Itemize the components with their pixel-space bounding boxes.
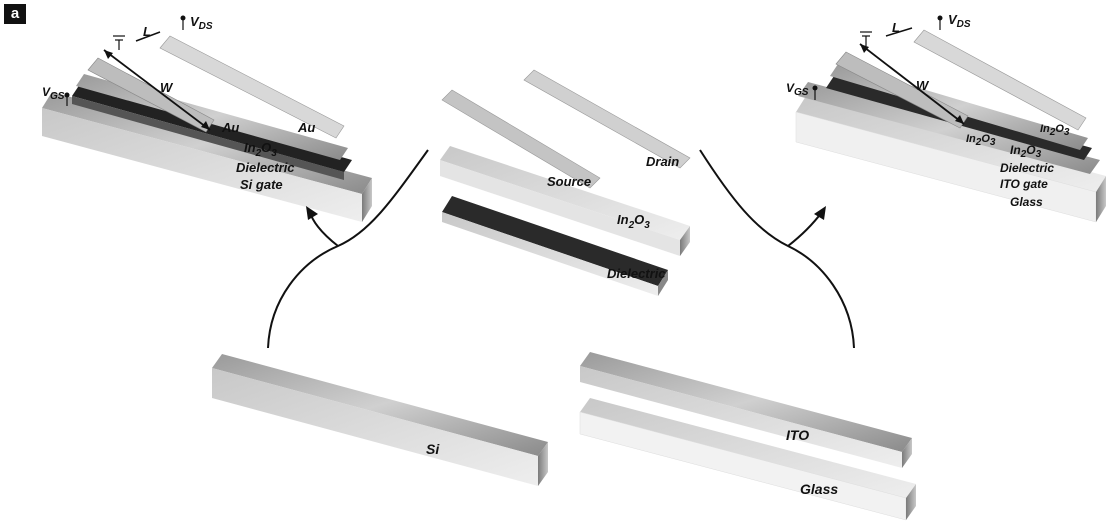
- center-drain-label: Drain: [646, 154, 679, 169]
- right-ground-icon: [860, 32, 872, 46]
- right-branch-curve: [700, 150, 854, 348]
- bottom-right-substrate: ITO Glass: [580, 352, 916, 520]
- left-device: VDS L W VGS Au Au In2O3 Dielectric Si ga…: [42, 14, 372, 222]
- right-branch-to-device: [788, 212, 822, 246]
- right-length-label: L: [892, 20, 900, 35]
- right-width-label: W: [916, 78, 930, 93]
- ito-layer-label: ITO: [786, 427, 809, 443]
- left-ground-icon: [113, 36, 125, 50]
- bottom-left-substrate: Si: [212, 354, 548, 486]
- si-substrate-label: Si: [426, 441, 440, 457]
- center-source-label: Source: [547, 174, 591, 189]
- left-vds-label: VDS: [190, 14, 213, 32]
- center-dielectric-label: Dielectric: [607, 266, 666, 281]
- left-vds-probe-icon: [181, 16, 186, 31]
- left-length-label: L: [143, 24, 151, 39]
- right-substrate-label: Glass: [1010, 195, 1043, 209]
- left-width-label: W: [160, 80, 174, 95]
- left-width-arrowhead-start: [104, 50, 113, 59]
- left-dielectric-label: Dielectric: [236, 160, 295, 175]
- right-arrowhead: [814, 206, 826, 220]
- right-vds-label: VDS: [948, 12, 971, 30]
- left-contact-right-label: Au: [297, 120, 315, 135]
- right-vds-probe-icon: [938, 16, 943, 31]
- right-dielectric-label: Dielectric: [1000, 161, 1054, 175]
- right-gate-label: ITO gate: [1000, 177, 1048, 191]
- left-gate-label: Si gate: [240, 177, 283, 192]
- right-width-arrowhead-start: [860, 44, 869, 53]
- panel-label: a: [4, 4, 26, 24]
- left-contact-left-label: Au: [221, 120, 239, 135]
- left-branch-to-device: [310, 212, 338, 246]
- right-device: VDS L W VGS In2O3 In2O3 In2O3 Dielectric…: [786, 12, 1106, 222]
- right-vgs-label: VGS: [786, 81, 809, 98]
- center-device: Source Drain In2O3 Dielectric: [440, 70, 690, 296]
- glass-substrate-label: Glass: [800, 481, 838, 497]
- left-vgs-label: VGS: [42, 85, 65, 102]
